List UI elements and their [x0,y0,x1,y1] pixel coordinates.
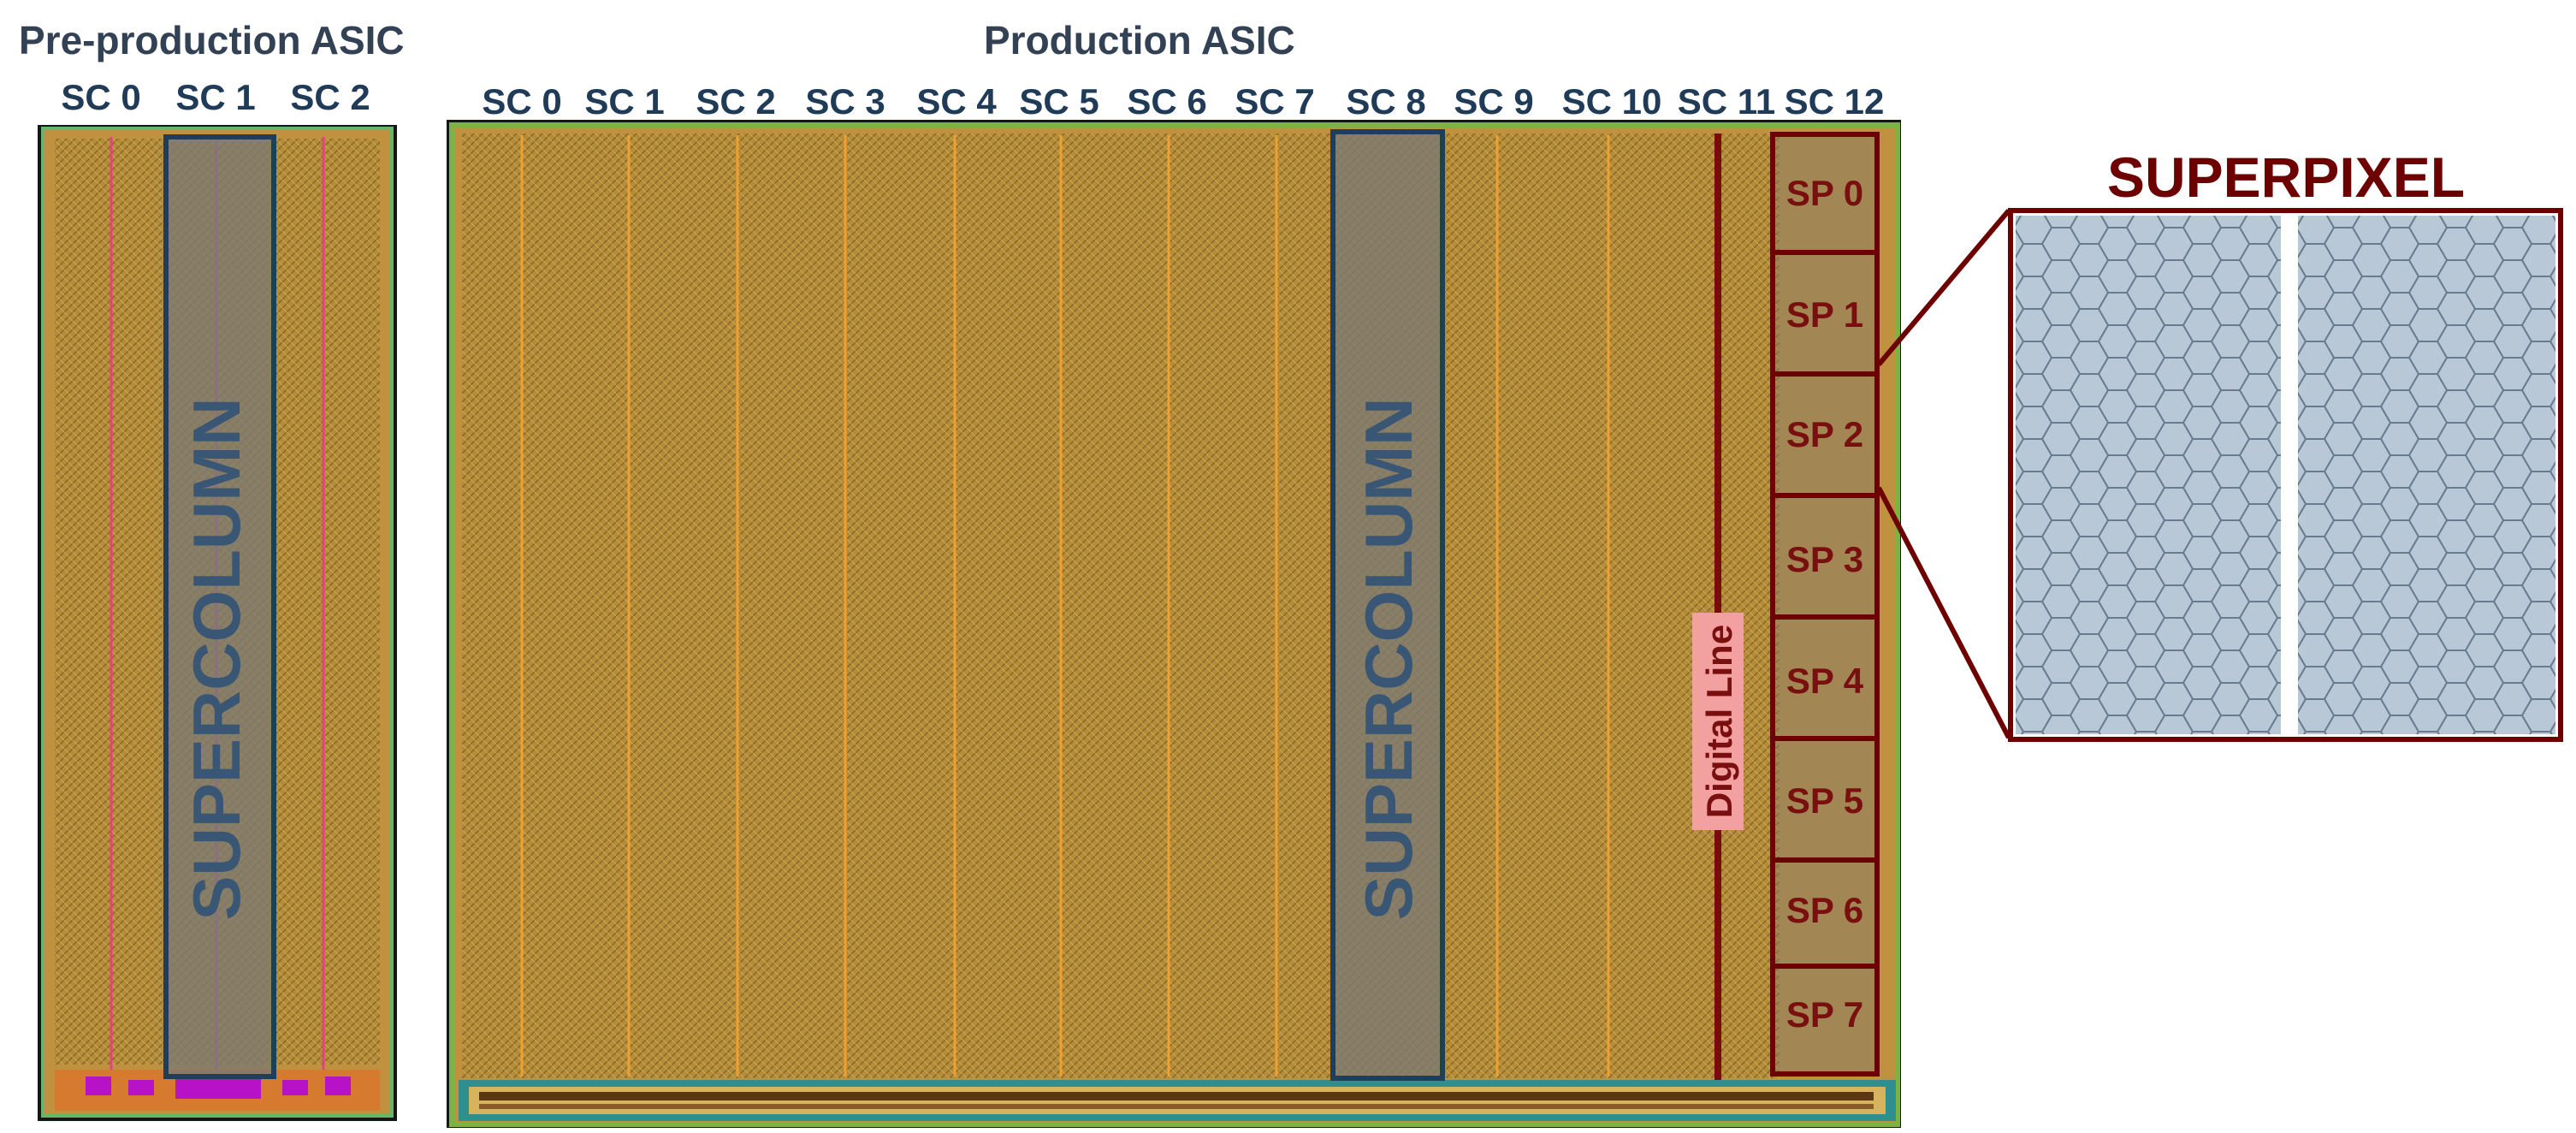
prod-sc-label: SC 6 [1127,81,1207,122]
digital-line-label: Digital Line [1699,625,1739,818]
sp-label: SP 7 [1786,994,1863,1035]
prod-sc-label: SC 3 [805,81,885,122]
sp-label: SP 1 [1786,294,1863,335]
sp-label: SP 0 [1786,173,1863,213]
superpixel-cell [1770,964,1880,1077]
pre-sc-label: SC 1 [175,77,256,117]
prod-sc-label: SC 7 [1235,81,1315,122]
pre-production-title: Pre-production ASIC [19,18,405,62]
pre-supercolumn-label: SUPERCOLUMN [179,397,254,920]
zoom-connector-bottom [1876,486,2011,739]
sp-label: SP 4 [1786,661,1864,701]
prod-sc-label: SC 0 [482,81,562,122]
digital-line-label-bg [1692,613,1744,830]
superpixel-zoom-frame [2008,208,2563,742]
prod-sc-label: SC 10 [1561,81,1662,122]
sp-label: SP 3 [1786,539,1863,579]
prod-supercolumn-label: SUPERCOLUMN [1351,397,1426,920]
prod-sc-label: SC 5 [1019,81,1099,122]
sp-label: SP 5 [1786,780,1863,821]
hex-array-left [2016,216,2281,734]
pre-sc-label: SC 2 [290,77,370,117]
prod-sc-label: SC 2 [696,81,776,122]
prod-sc-label: SC 12 [1784,81,1885,122]
sp-label: SP 6 [1786,890,1863,930]
prod-sc-label: SC 8 [1346,81,1426,122]
production-title: Production ASIC [984,18,1295,62]
prod-sc-label: SC 11 [1677,81,1776,122]
prod-sc-label: SC 4 [916,81,997,122]
superpixel-column [1770,132,1880,1077]
production-chip [447,120,1901,1128]
sp-label: SP 2 [1786,414,1863,454]
prod-sc-label: SC 9 [1454,81,1534,122]
prod-sc-label: SC 1 [584,81,665,122]
superpixel-title: SUPERPIXEL [2107,145,2465,209]
hex-array-right [2298,216,2555,734]
pre-sc-label: SC 0 [61,77,141,117]
zoom-connector-top [1876,209,2011,366]
supercolumn-dividers [520,135,1610,1077]
pre-supercolumn-highlight [163,134,276,1079]
prod-supercolumn-highlight [1330,129,1445,1081]
